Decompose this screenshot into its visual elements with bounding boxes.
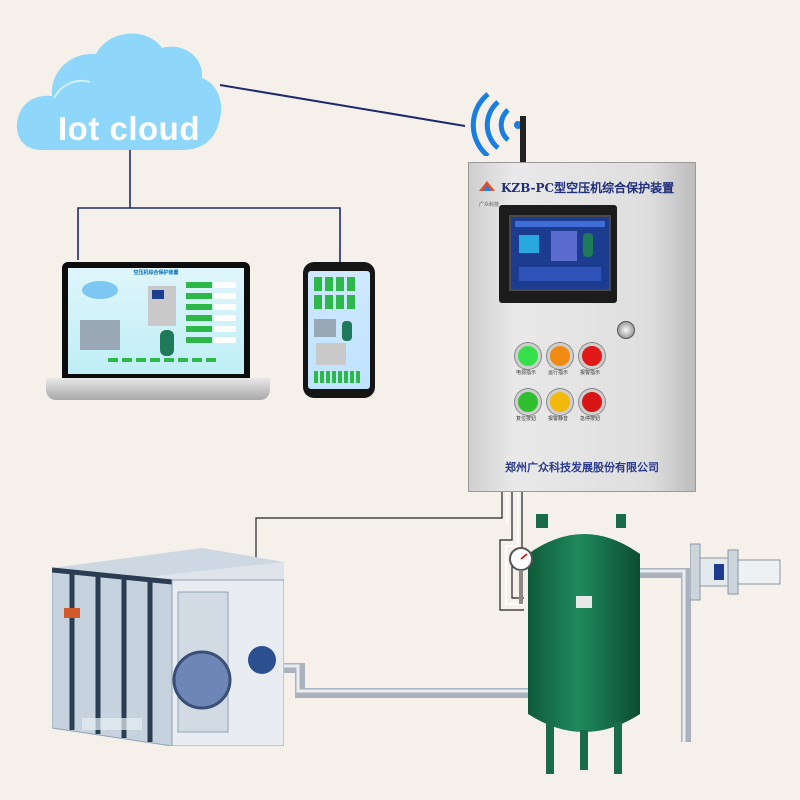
- outlet-pipe: [640, 568, 691, 742]
- laptop-display: 空压机综合保护装置: [68, 268, 244, 374]
- laptop-screen-title: 空压机综合保护装置: [133, 270, 179, 276]
- emergency-stop-label: 急停按钮: [579, 416, 600, 422]
- pressure-gauge-icon: [509, 547, 533, 604]
- hmi-graphic: [515, 221, 605, 281]
- alarm-mute-button[interactable]: [547, 389, 573, 415]
- hmi-display: [509, 215, 611, 291]
- company-name: 郑州广众科技发展股份有限公司: [505, 461, 659, 474]
- cloud-icon: [16, 33, 222, 150]
- hmi-touchscreen: [499, 205, 617, 303]
- reset-button[interactable]: [515, 389, 541, 415]
- power-indicator-lamp: [515, 343, 541, 369]
- iot-cloud: Iot cloud: [14, 22, 224, 152]
- devices-bus-line: [77, 207, 341, 262]
- company-logo-icon: [479, 181, 495, 191]
- antenna: [520, 116, 526, 166]
- air-compressor: [52, 548, 284, 746]
- laptop-keyboard-base: [46, 378, 270, 400]
- laptop: 空压机综合保护装置: [46, 258, 270, 404]
- cabinet-to-tank-wire: [499, 490, 524, 611]
- running-indicator-lamp: [547, 343, 573, 369]
- cloud-label: Iot cloud: [58, 110, 200, 147]
- protection-device-cabinet: 广众科技 KZB-PC型空压机综合保护装置 电源指示 运行指示 报警指示 复位按…: [468, 162, 696, 492]
- reset-button-label: 复位按钮: [515, 416, 536, 422]
- air-pipe: [279, 663, 537, 698]
- outlet-pipe-highlight: [640, 569, 686, 742]
- laptop-screen: 空压机综合保护装置: [62, 262, 250, 380]
- company-logo-text: 广众科技: [479, 202, 500, 208]
- air-receiver-tank: [528, 514, 640, 774]
- laptop-dashboard-graphic: [80, 281, 236, 362]
- running-indicator-label: 运行指示: [547, 370, 568, 376]
- cloud-to-wifi-line: [219, 84, 466, 127]
- cabinet-to-tank-wire-2: [505, 490, 524, 605]
- alarm-indicator-label: 报警指示: [579, 370, 600, 376]
- key-switch[interactable]: [617, 321, 635, 339]
- compressor-fan-icon: [172, 650, 232, 710]
- alarm-indicator-lamp: [579, 343, 605, 369]
- alarm-mute-label: 报警静音: [547, 416, 568, 422]
- cabinet-to-compressor-wire: [255, 490, 503, 560]
- phone-dashboard-graphic: [314, 277, 360, 383]
- air-pipe-highlight: [284, 664, 532, 693]
- smartphone: [303, 262, 375, 398]
- wifi-icon: [470, 92, 522, 156]
- device-title: KZB-PC型空压机综合保护装置: [501, 181, 675, 195]
- outlet-valve: [690, 543, 781, 601]
- phone-display: [308, 271, 370, 389]
- emergency-stop-button[interactable]: [579, 389, 605, 415]
- power-indicator-label: 电源指示: [515, 370, 536, 376]
